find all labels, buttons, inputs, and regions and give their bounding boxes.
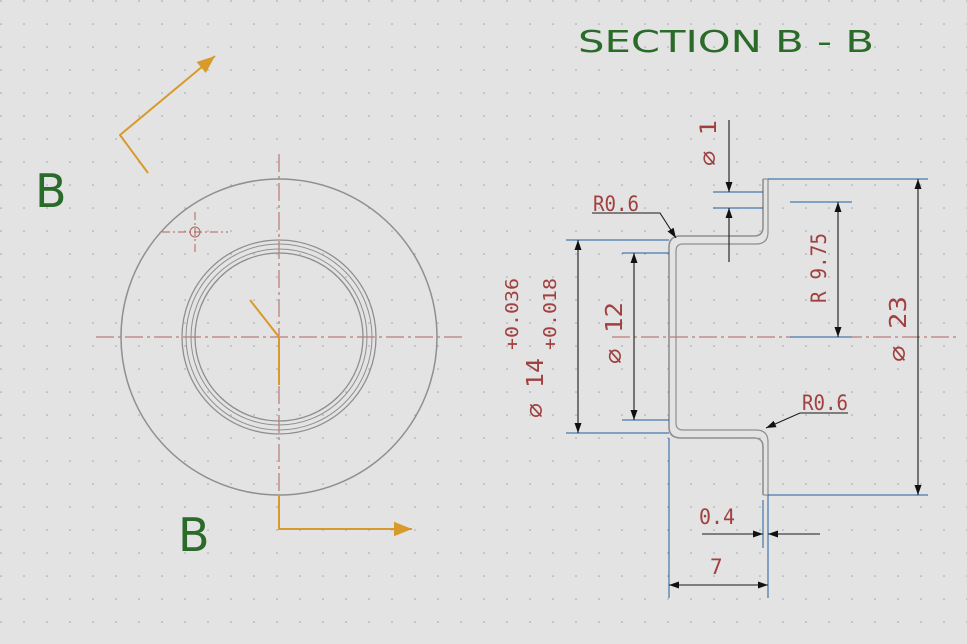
dim-text-thickness: 0.4 — [699, 505, 735, 529]
dim-text-dia-23: ∅ 23 — [886, 296, 912, 362]
bore-circle — [194, 252, 364, 422]
leader-r-bottom — [765, 412, 848, 429]
profile-outer-edge — [668, 179, 764, 495]
sleeve-edge-circle — [185, 243, 373, 431]
leader-r-top — [592, 212, 677, 239]
dim-text-radius-top: R0.6 — [593, 192, 639, 216]
section-view: R0.6 R0.6 ∅ 1 R 9.75 ∅ 23 ∅ 12 ∅ 14 +0.0… — [502, 120, 960, 598]
cut-label-bottom: B — [178, 508, 210, 562]
sleeve-outer-circle — [181, 239, 377, 435]
bore-chamfer-circle — [190, 248, 368, 426]
dim-text-dia-1: ∅ 1 — [697, 120, 722, 166]
dim-text-tol-lower: +0.018 — [540, 278, 561, 350]
front-view: B B — [35, 55, 462, 562]
dimension-lines — [574, 120, 922, 589]
dim-text-r-9-75: R 9.75 — [807, 233, 831, 303]
section-title: SECTION B - B — [578, 25, 874, 60]
dim-text-radius-bottom: R0.6 — [802, 391, 848, 415]
view-arrow-top — [118, 55, 216, 174]
view-arrow-bottom — [278, 495, 412, 537]
section-cut-line — [118, 55, 412, 537]
radius-leaders — [592, 212, 848, 429]
cutting-plane-line — [249, 299, 280, 385]
dim-text-tol-upper: +0.036 — [502, 278, 523, 350]
dim-text-dia-12: ∅ 12 — [602, 302, 628, 364]
extension-lines — [566, 178, 928, 598]
profile-inner-edge — [675, 179, 769, 495]
cut-label-top: B — [35, 164, 67, 218]
hole-marker — [162, 212, 228, 252]
dim-text-dia-14: ∅ 14 — [523, 358, 549, 418]
dim-text-length: 7 — [710, 555, 723, 579]
